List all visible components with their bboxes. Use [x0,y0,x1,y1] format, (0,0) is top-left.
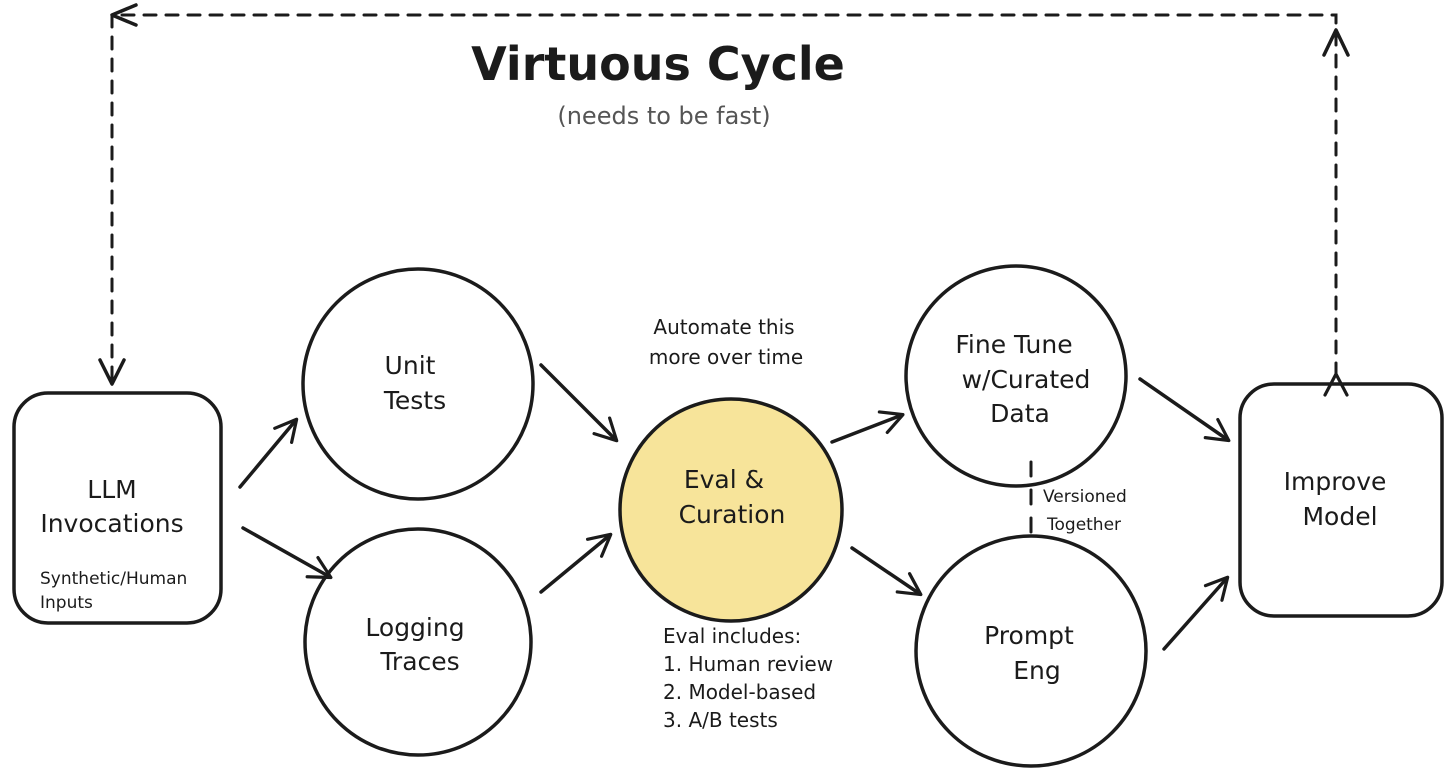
arrow-llm-to-logging [241,526,333,580]
improve-model-box [1238,382,1444,618]
prompt-eng-circle [914,534,1148,768]
llm-invocations-label-2: Invocations [40,509,183,538]
arrow-llm-to-unit-tests [238,417,299,489]
fine-tune-circle [904,264,1128,488]
automate-note-line-1: Automate this [653,315,794,339]
prompt-eng-label-2: Eng [1013,656,1061,685]
arrow-logging-to-eval [539,532,613,594]
eval-curation-label-1: Eval & [684,465,764,494]
llm-invocations-box [12,391,223,625]
fine-tune-label-3: Data [990,399,1050,428]
logging-traces-label-1: Logging [365,613,464,642]
unit-tests-label-1: Unit [385,351,436,380]
improve-model-label-2: Model [1302,502,1377,531]
automate-note-line-2: more over time [649,345,803,369]
logging-traces-label-2: Traces [379,647,459,676]
llm-invocations-sub-2: Inputs [40,593,93,613]
eval-includes-heading: Eval includes: [663,624,801,648]
feedback-loop-arrowhead-down [98,358,126,386]
arrow-unit-tests-to-eval [539,363,619,443]
arrow-fine-tune-to-improve [1138,377,1231,443]
eval-includes-item-1: 1. Human review [663,652,833,676]
unit-tests-circle [301,267,535,501]
versioned-note-line-2: Together [1046,515,1121,535]
versioned-note-line-1: Versioned [1043,487,1127,507]
llm-invocations-sub-1: Synthetic/Human [40,569,187,589]
eval-curation-label-2: Curation [679,500,786,529]
fine-tune-label-1: Fine Tune [955,330,1072,359]
unit-tests-label-2: Tests [383,386,446,415]
arrow-eval-to-fine-tune [830,410,905,444]
arrow-eval-to-prompt [850,546,923,597]
eval-includes-item-3: 3. A/B tests [663,708,778,732]
fine-tune-label-2: w/Curated [962,365,1091,394]
feedback-loop-line [110,13,1349,397]
improve-model-label-1: Improve [1284,467,1387,496]
logging-traces-circle [303,527,533,757]
diagram-title: Virtuous Cycle [471,37,845,91]
prompt-eng-label-1: Prompt [984,621,1074,650]
diagram-subtitle: (needs to be fast) [557,102,770,130]
arrow-prompt-to-improve [1162,575,1230,651]
feedback-loop-arrowhead-right [1322,28,1350,57]
feedback-loop-arrowhead-left [110,3,138,27]
eval-includes-item-2: 2. Model-based [663,680,816,704]
llm-invocations-label-1: LLM [87,475,136,504]
eval-curation-circle [618,397,844,623]
